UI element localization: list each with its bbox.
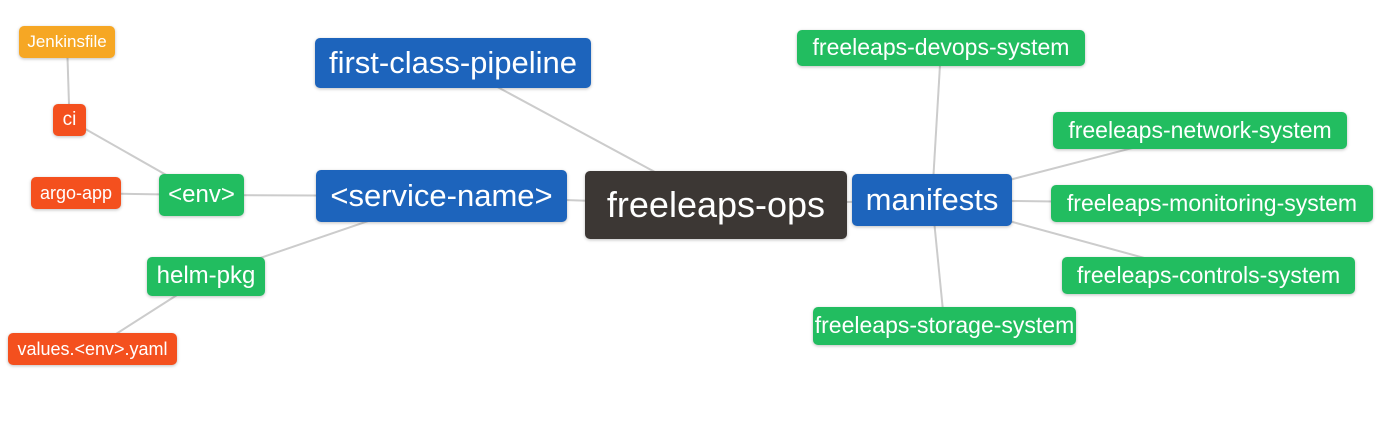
- node-label: freeleaps-storage-system: [814, 312, 1075, 338]
- node-label: freeleaps-network-system: [1068, 116, 1332, 143]
- node-values-env-yaml[interactable]: values.<env>.yaml: [8, 333, 177, 365]
- node-env[interactable]: <env>: [159, 174, 244, 216]
- node-label: <service-name>: [330, 178, 553, 213]
- node-service-name[interactable]: <service-name>: [316, 170, 567, 222]
- node-manifests[interactable]: manifests: [852, 174, 1012, 226]
- node-label: values.<env>.yaml: [17, 338, 168, 359]
- node-label: freeleaps-ops: [606, 183, 826, 225]
- node-label: argo-app: [39, 182, 113, 203]
- node-helm-pkg[interactable]: helm-pkg: [147, 257, 265, 296]
- node-label: freeleaps-devops-system: [812, 34, 1070, 60]
- node-freeleaps-controls-system[interactable]: freeleaps-controls-system: [1062, 257, 1355, 294]
- node-freeleaps-network-system[interactable]: freeleaps-network-system: [1053, 112, 1347, 149]
- node-freeleaps-monitoring-system[interactable]: freeleaps-monitoring-system: [1051, 185, 1373, 222]
- node-label: Jenkinsfile: [27, 32, 107, 51]
- node-jenkinsfile[interactable]: Jenkinsfile: [19, 26, 115, 58]
- node-argo-app[interactable]: argo-app: [31, 177, 121, 209]
- node-label: manifests: [865, 182, 999, 217]
- node-label: <env>: [168, 180, 235, 208]
- node-first-class-pipeline[interactable]: first-class-pipeline: [315, 38, 591, 88]
- node-freeleaps-ops[interactable]: freeleaps-ops: [585, 171, 847, 239]
- node-freeleaps-storage-system[interactable]: freeleaps-storage-system: [813, 307, 1076, 345]
- node-label: freeleaps-controls-system: [1076, 261, 1341, 288]
- node-label: freeleaps-monitoring-system: [1066, 189, 1358, 216]
- node-label: ci: [62, 109, 77, 130]
- node-label: helm-pkg: [156, 262, 256, 289]
- node-ci[interactable]: ci: [53, 104, 86, 136]
- node-label: first-class-pipeline: [328, 45, 578, 80]
- node-freeleaps-devops-system[interactable]: freeleaps-devops-system: [797, 30, 1085, 66]
